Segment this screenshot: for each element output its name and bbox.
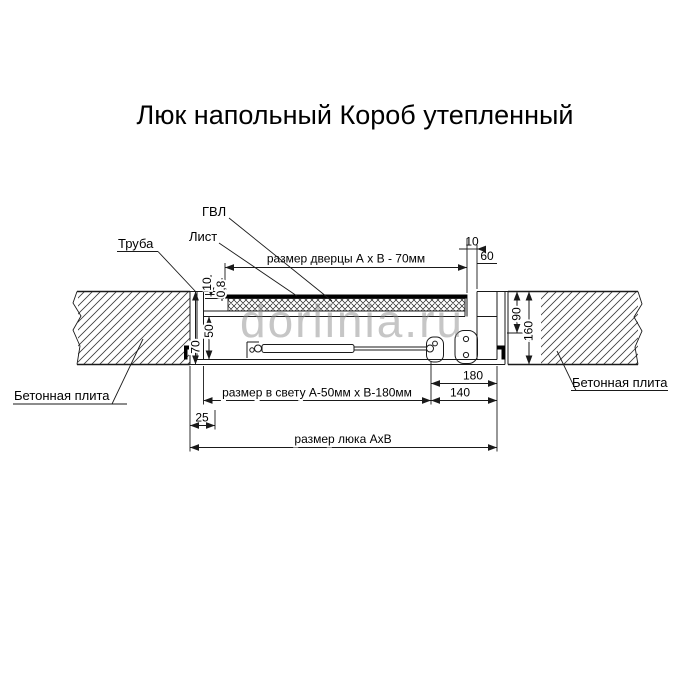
dimensions-top: размер дверцы А х В - 70мм 10 60 bbox=[224, 235, 497, 293]
dim-clear-size: размер в свету А-50мм х В-180мм bbox=[222, 386, 412, 400]
callouts: ГВЛ Лист Труба Бетонная плита Бетонная п… bbox=[13, 204, 668, 405]
hinge-left bbox=[184, 345, 192, 360]
bracket-plate-inner bbox=[426, 336, 444, 363]
dim-hatch-size: размер люка АхВ bbox=[294, 432, 391, 446]
steel-sheet bbox=[225, 294, 467, 299]
label-concrete-left: Бетонная плита bbox=[14, 388, 110, 403]
label-gvl: ГВЛ bbox=[202, 204, 226, 219]
break-line-right bbox=[633, 291, 643, 365]
leader-concrete-right bbox=[556, 350, 668, 391]
label-pipe: Труба bbox=[118, 236, 154, 251]
watermark: dorlinia.ru bbox=[240, 295, 464, 347]
dim-right-160: 160 bbox=[522, 321, 536, 341]
hinge-right bbox=[497, 345, 505, 360]
label-sheet: Лист bbox=[189, 229, 217, 244]
gas-spring-mechanism bbox=[184, 330, 505, 364]
dim-door-size: размер дверцы А х В - 70мм bbox=[267, 252, 425, 266]
dim-180: 180 bbox=[463, 369, 483, 383]
dim-gap-10: 10 bbox=[465, 235, 479, 249]
dim-frame-60: 60 bbox=[480, 249, 494, 263]
leader-concrete-left bbox=[13, 338, 144, 405]
dimensions-left: 10 0,8 50 70 bbox=[187, 275, 230, 365]
dimensions-right: 90 160 bbox=[507, 291, 538, 365]
leader-gvl bbox=[228, 217, 333, 302]
dimensions-bottom: 180 размер в свету А-50мм х В-180мм 140 … bbox=[189, 362, 498, 452]
drawing-title: Люк напольный Короб утепленный bbox=[137, 100, 574, 130]
gvl-panel bbox=[227, 298, 466, 312]
dim-140: 140 bbox=[450, 386, 470, 400]
spring-rod bbox=[354, 346, 427, 351]
spring-cylinder bbox=[261, 344, 355, 353]
label-concrete-right: Бетонная плита bbox=[572, 375, 668, 390]
bracket-plate-outer bbox=[454, 330, 478, 364]
dim-thickness-10: 10 bbox=[200, 277, 214, 291]
break-line-left bbox=[72, 291, 82, 365]
leader-pipe bbox=[117, 251, 197, 293]
dim-height-50: 50 bbox=[202, 324, 216, 338]
dim-height-70: 70 bbox=[189, 340, 203, 354]
dim-thickness-08: 0,8 bbox=[214, 280, 228, 297]
dim-right-90: 90 bbox=[510, 307, 524, 321]
concrete-slab-left bbox=[72, 290, 191, 366]
dim-25: 25 bbox=[195, 411, 209, 425]
leader-sheet bbox=[218, 242, 298, 297]
